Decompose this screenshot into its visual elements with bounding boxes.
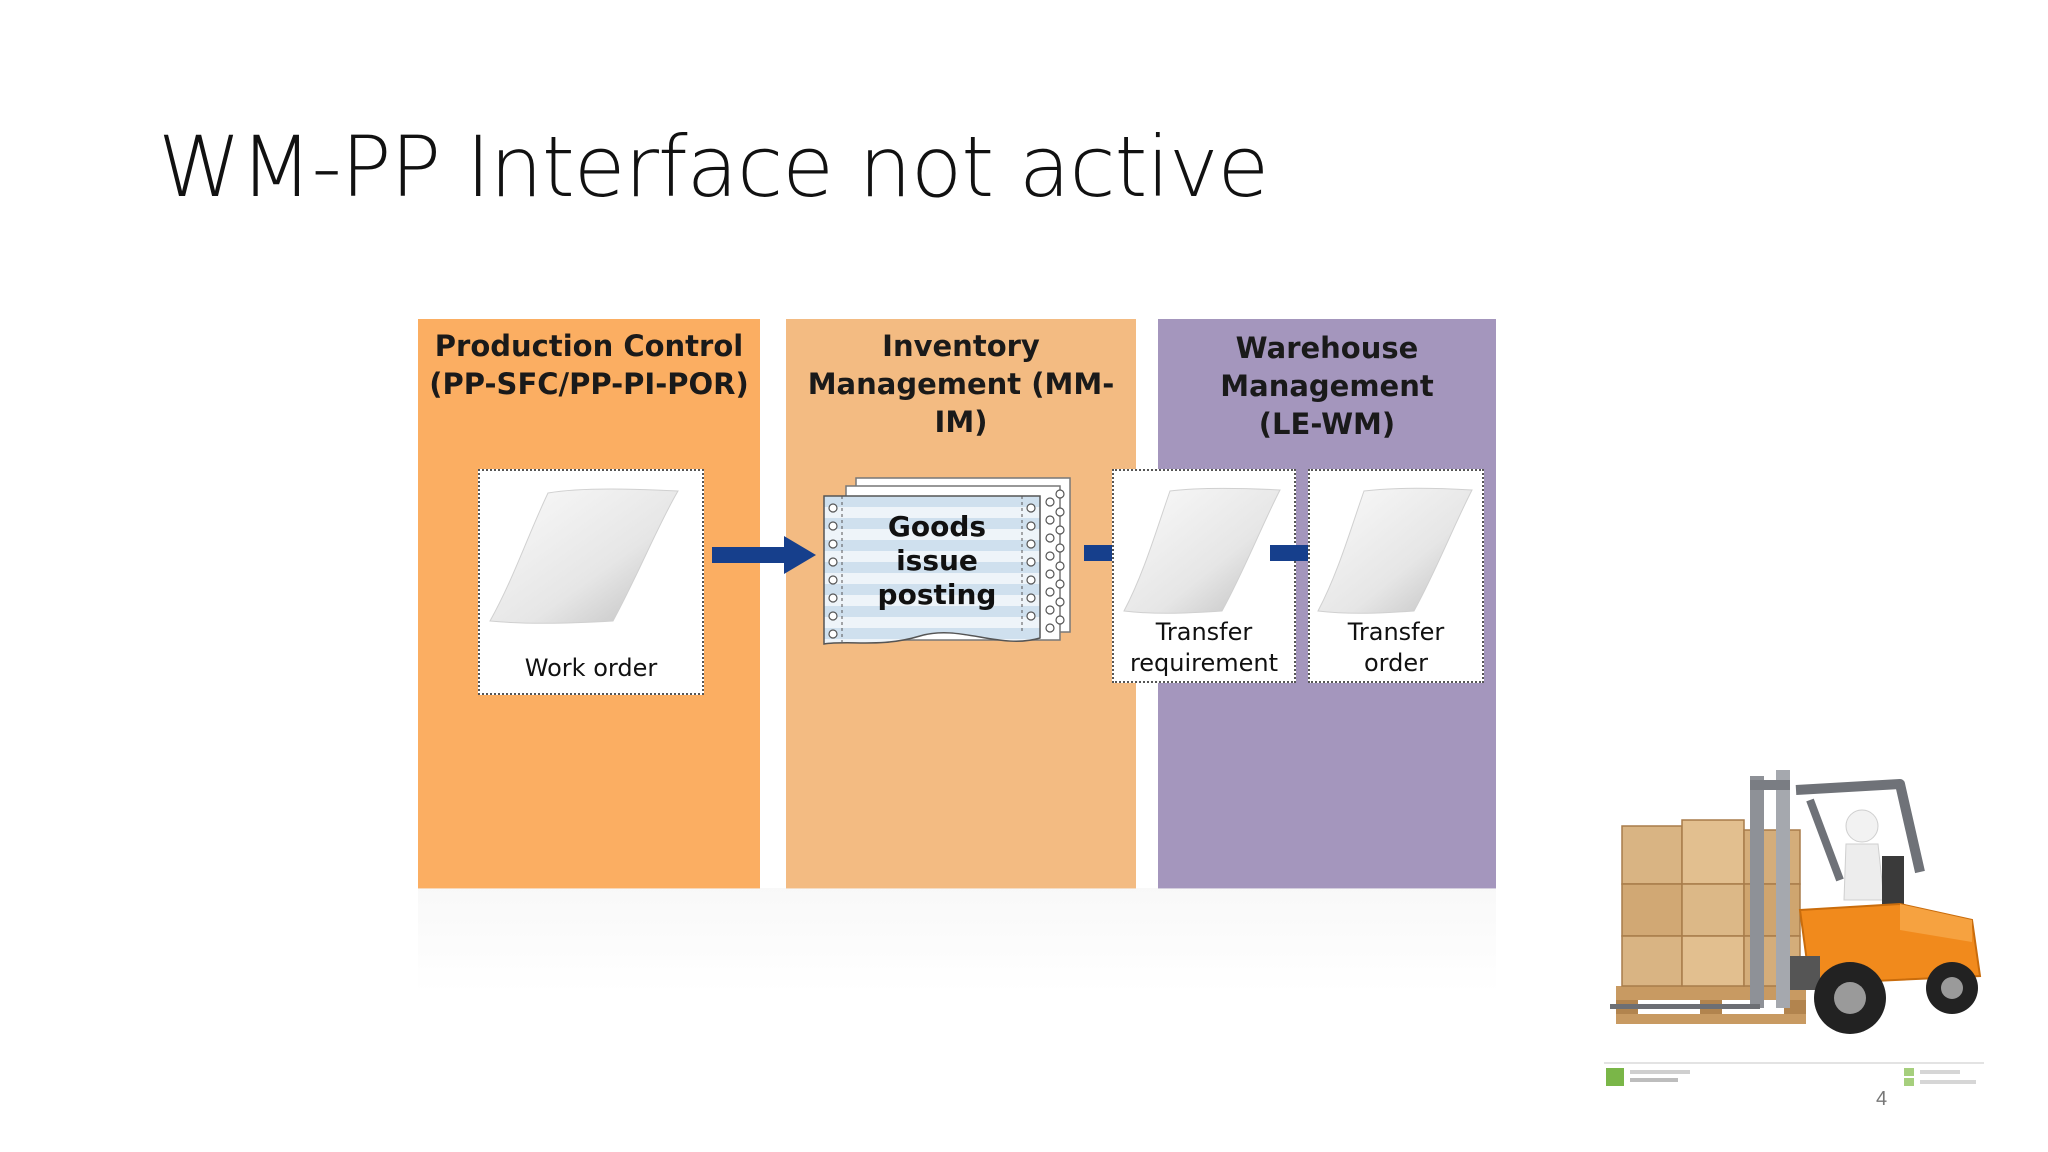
continuous-paper-icon <box>823 477 1071 645</box>
goods-issue-posting-label: Goods issue posting <box>877 510 997 611</box>
transfer-order-document: Transfer order <box>1308 469 1484 683</box>
slide-title: WM-PP Interface not active <box>158 118 1269 216</box>
transfer-requirement-document: Transfer requirement <box>1112 469 1296 683</box>
work-order-label: Work order <box>524 654 658 682</box>
lane-title-production-control: Production Control (PP-SFC/PP-PI-POR) <box>429 329 749 401</box>
lane-title-inventory-management: Inventory Management (MM-IM) <box>807 329 1115 439</box>
right-arrow-icon <box>712 536 816 574</box>
lane-title-warehouse-management: Warehouse Management (LE-WM) <box>1220 331 1434 441</box>
diagram-reflection <box>418 888 1496 1152</box>
document-sheet-icon <box>489 488 679 624</box>
document-sheet-icon <box>1123 487 1281 614</box>
transfer-order-label: Transfer order <box>1347 618 1445 677</box>
work-order-document: Work order <box>478 469 704 695</box>
page-number: 4 <box>1876 1088 1888 1110</box>
watermark-strip <box>1604 1062 1984 1086</box>
forklift-illustration <box>1610 770 1982 1034</box>
transfer-requirement-label: Transfer requirement <box>1129 618 1279 677</box>
document-sheet-icon <box>1317 487 1473 614</box>
